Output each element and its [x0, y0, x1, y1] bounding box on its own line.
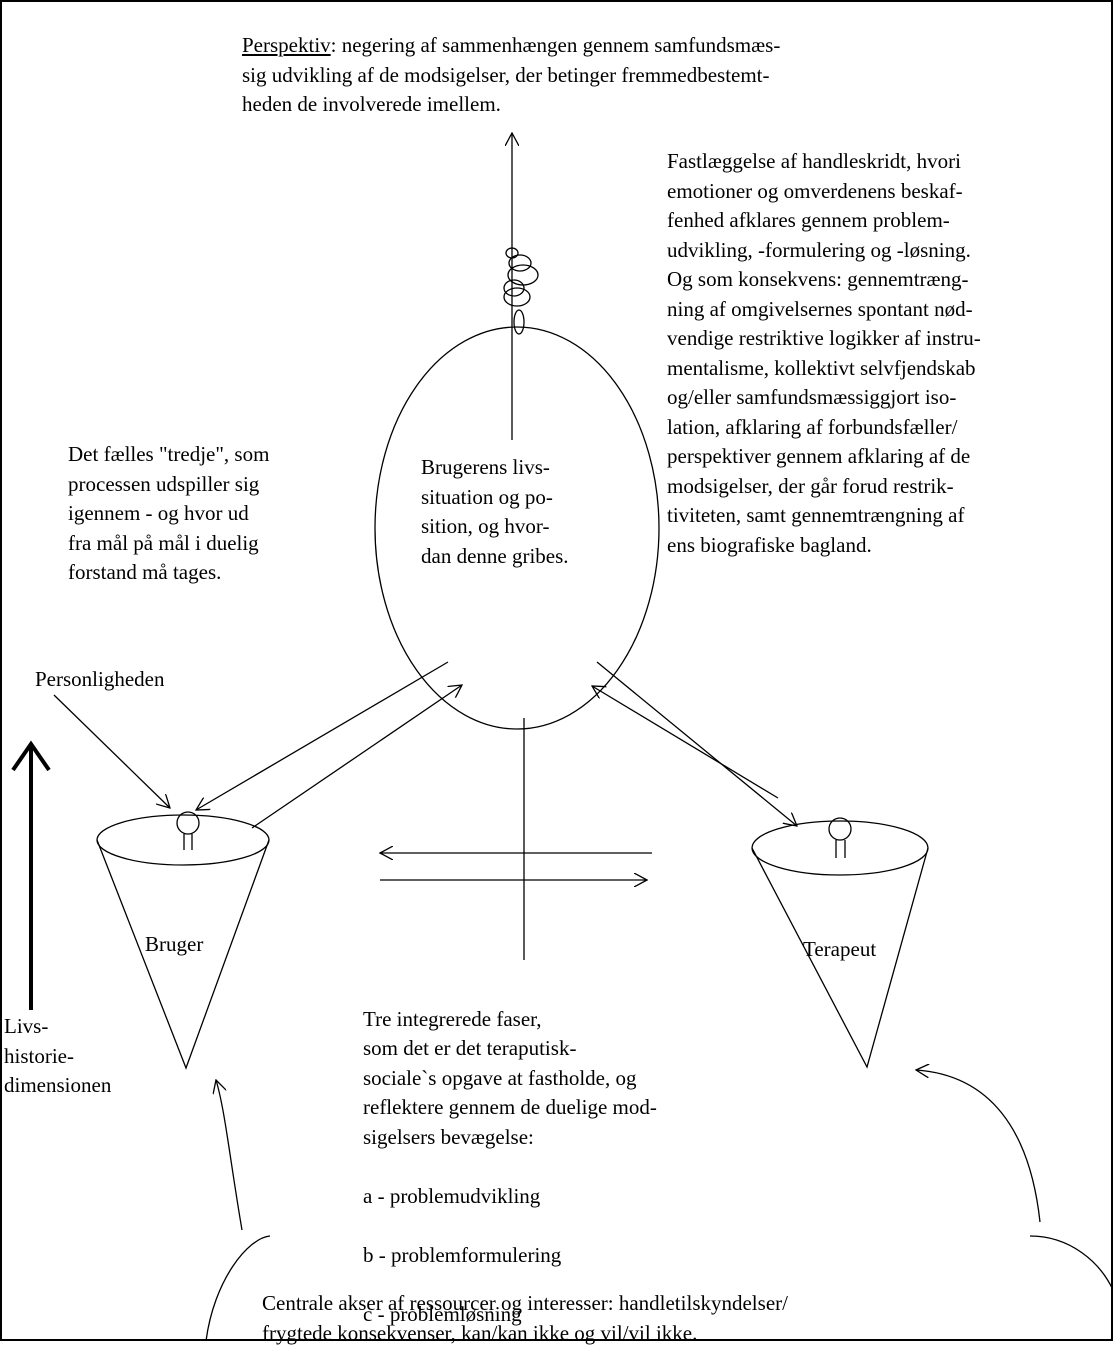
user-label: Bruger: [145, 932, 204, 956]
personality-label: Personligheden: [35, 667, 165, 691]
perspective-text: Perspektiv: negering af sammenhængen gen…: [242, 31, 780, 120]
curved-arrow-left: [216, 1080, 243, 1231]
therapist-arrow-out: [592, 686, 779, 799]
curved-arrow-right: [916, 1070, 1041, 1223]
center-ellipse: [374, 326, 660, 730]
action-steps-text: Fastlæggelse af handleskridt, hvori emot…: [667, 149, 981, 557]
user-arrow-out: [251, 685, 462, 829]
loop-knot: [503, 247, 539, 335]
bottom-cloud: [205, 1235, 271, 1341]
phases-intro: Tre integrerede faser, som det er det te…: [363, 1006, 657, 1149]
phase-item: b - problemformulering: [363, 1242, 562, 1267]
phase-item: a - problemudvikling: [363, 1183, 541, 1208]
phase-item: c - problemløsning: [363, 1301, 522, 1326]
therapist-cone: [751, 817, 929, 1069]
perspective-body: : negering af sammenhængen gennem samfun…: [242, 33, 781, 116]
common-third-text: Det fælles "tredje", som processen udspi…: [68, 442, 270, 584]
perspective-label: Perspektiv: [242, 33, 331, 57]
therapist-label: Terapeut: [803, 937, 877, 961]
user-arrow-in: [196, 661, 449, 810]
center-ellipse-label: Brugerens livs- situation og po- sition,…: [421, 455, 569, 568]
life-history-arrow: [11, 740, 51, 1010]
personality-pointer: [53, 694, 170, 808]
phases-block: Tre integrerede faser, som det er det te…: [363, 975, 657, 1359]
resources-text: Centrale akser af ressourcer og interess…: [262, 1291, 788, 1345]
life-history-label: Livs- historie- dimensionen: [4, 1014, 112, 1097]
user-cone: [96, 811, 270, 1070]
therapist-arrow-in: [596, 661, 797, 826]
